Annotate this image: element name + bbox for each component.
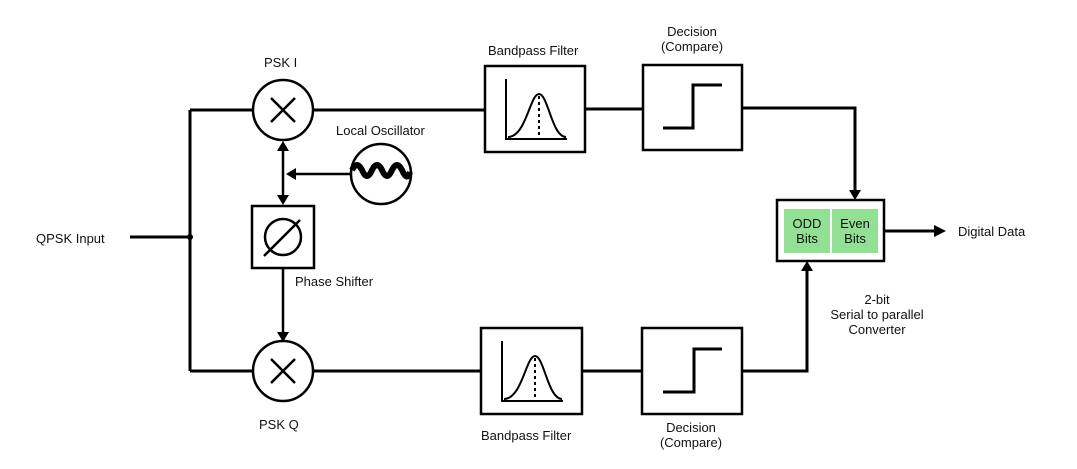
decision-q-line2: (Compare) — [659, 435, 723, 450]
phase-shifter-label: Phase Shifter — [295, 274, 374, 289]
qpsk-input-label: QPSK Input — [36, 231, 105, 246]
converter-label: 2-bit Serial to parallel Converter — [822, 292, 932, 337]
decision-q — [640, 326, 744, 416]
phase-slash-icon — [263, 217, 303, 257]
psk-i-label: PSK I — [264, 55, 298, 70]
converter-line1: 2-bit — [864, 292, 890, 307]
bell-curve-icon — [505, 79, 567, 140]
bandpass-filter-q-label: Bandpass Filter — [481, 428, 572, 443]
even-bits-line2: Bits — [844, 231, 866, 246]
wire-decision-i-to-converter — [742, 106, 857, 192]
even-bits-line1: Even — [840, 216, 870, 231]
decision-q-line1: Decision — [666, 420, 716, 435]
decision-i-line1: Decision — [667, 24, 717, 39]
bandpass-filter-i-label: Bandpass Filter — [488, 43, 579, 58]
odd-bits-line2: Bits — [796, 231, 818, 246]
psk-q-label: PSK Q — [259, 417, 299, 432]
wire-decision-q-to-converter — [742, 270, 809, 373]
odd-bits-line1: ODD — [792, 216, 822, 231]
digital-data-label: Digital Data — [958, 224, 1026, 239]
multiply-icon — [270, 358, 296, 384]
step-function-icon — [663, 83, 722, 130]
multiply-icon — [270, 97, 296, 123]
decision-i-label: Decision (Compare) — [657, 24, 727, 54]
step-function-icon — [663, 347, 722, 394]
decision-i-line2: (Compare) — [660, 39, 724, 54]
converter-line3: Converter — [848, 322, 906, 337]
sine-wave-icon — [349, 162, 413, 180]
decision-q-label: Decision (Compare) — [656, 420, 726, 450]
bell-curve-icon — [501, 341, 563, 402]
converter-line2: Serial to parallel — [830, 307, 924, 322]
local-oscillator-label: Local Oscillator — [336, 123, 425, 138]
